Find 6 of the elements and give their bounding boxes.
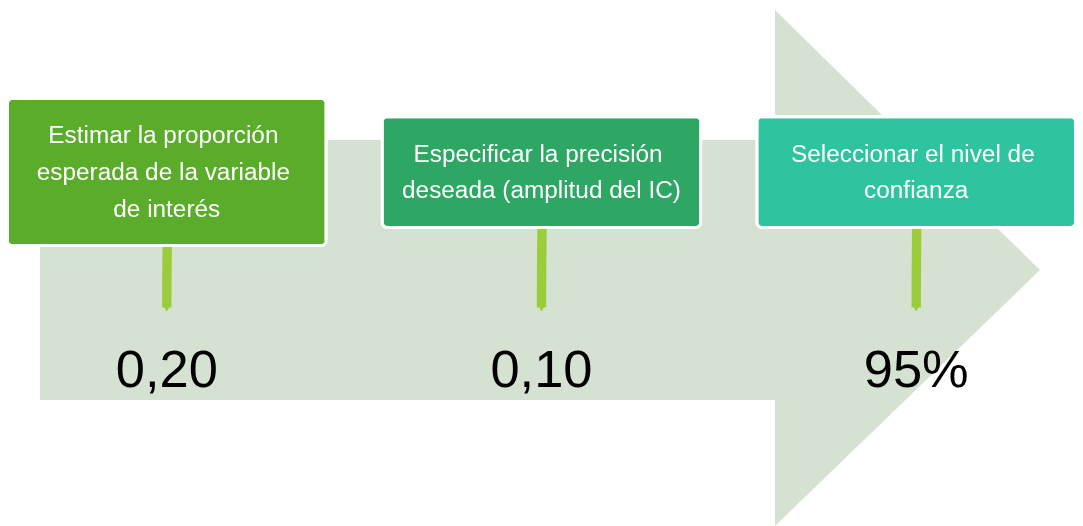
arrow <box>536 227 547 312</box>
node-text: 0,20 <box>115 339 218 399</box>
arrow <box>162 246 172 312</box>
node-text: 0,10 <box>490 339 593 399</box>
node-text: 95% <box>863 339 969 399</box>
arrow <box>911 227 922 312</box>
